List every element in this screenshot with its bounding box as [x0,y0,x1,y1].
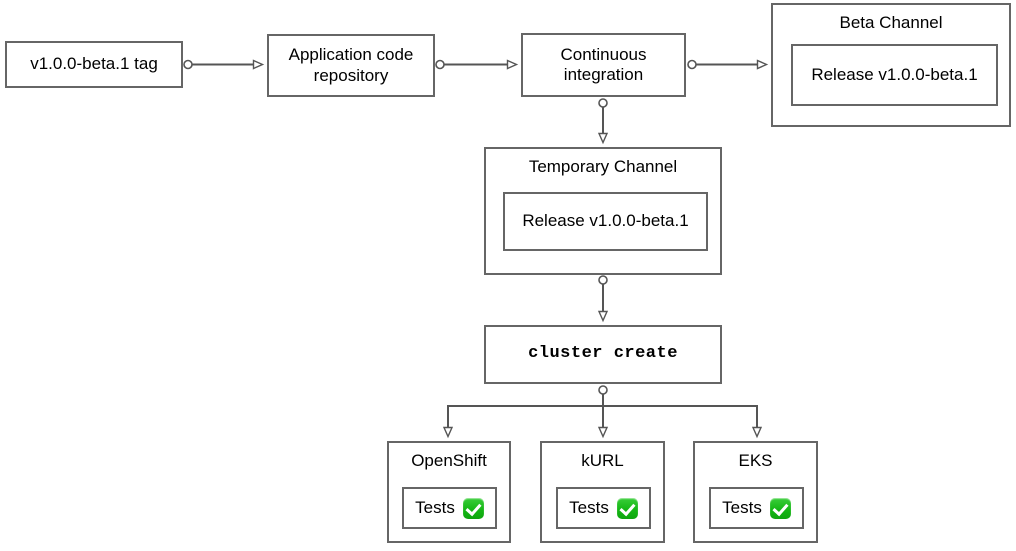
node-temporary-channel-release[interactable]: Release v1.0.0-beta.1 [503,192,708,251]
node-version-tag[interactable]: v1.0.0-beta.1 tag [5,41,183,88]
node-beta-channel[interactable]: Beta Channel Release v1.0.0-beta.1 [771,3,1011,127]
node-beta-channel-release-label: Release v1.0.0-beta.1 [811,64,978,84]
edge-cluster-create-to-providers [448,385,757,436]
node-cluster-create[interactable]: cluster create [484,325,722,384]
node-eks[interactable]: EKS Tests [693,441,818,543]
green-check-icon [769,497,791,519]
openshift-tests-row: Tests [415,497,484,519]
edge-ci-to-temporary-channel [599,98,607,142]
node-eks-title: EKS [738,451,773,470]
node-beta-channel-title: Beta Channel [839,13,943,32]
node-kurl-title: kURL [581,451,624,470]
node-kurl-tests[interactable]: Tests [556,487,651,529]
green-check-icon [616,497,638,519]
node-application-code-repository[interactable]: Application code repository [267,34,435,97]
node-continuous-integration[interactable]: Continuous integration [521,33,686,97]
kurl-tests-row: Tests [569,497,638,519]
node-eks-tests-label: Tests [722,497,762,517]
node-beta-channel-release[interactable]: Release v1.0.0-beta.1 [791,44,998,106]
edge-ci-to-beta-channel [687,61,766,69]
node-eks-tests[interactable]: Tests [709,487,804,529]
node-temporary-channel-release-label: Release v1.0.0-beta.1 [522,211,689,231]
node-application-code-repository-label: Application code repository [288,45,414,85]
node-cluster-create-label: cluster create [528,344,678,364]
node-openshift[interactable]: OpenShift Tests [387,441,511,543]
node-kurl[interactable]: kURL Tests [540,441,665,543]
node-continuous-integration-label: Continuous integration [560,44,647,84]
edge-tag-to-repo [183,61,262,69]
edge-temporary-channel-to-cluster-create [599,275,607,320]
node-openshift-title: OpenShift [411,451,487,470]
eks-tests-row: Tests [722,497,791,519]
node-openshift-tests-label: Tests [415,497,455,517]
node-temporary-channel-title: Temporary Channel [528,157,678,176]
green-check-icon [462,497,484,519]
node-kurl-tests-label: Tests [569,497,609,517]
node-openshift-tests[interactable]: Tests [402,487,497,529]
node-version-tag-label: v1.0.0-beta.1 tag [30,54,158,74]
edge-repo-to-ci [435,61,516,69]
node-temporary-channel[interactable]: Temporary Channel Release v1.0.0-beta.1 [484,147,722,275]
